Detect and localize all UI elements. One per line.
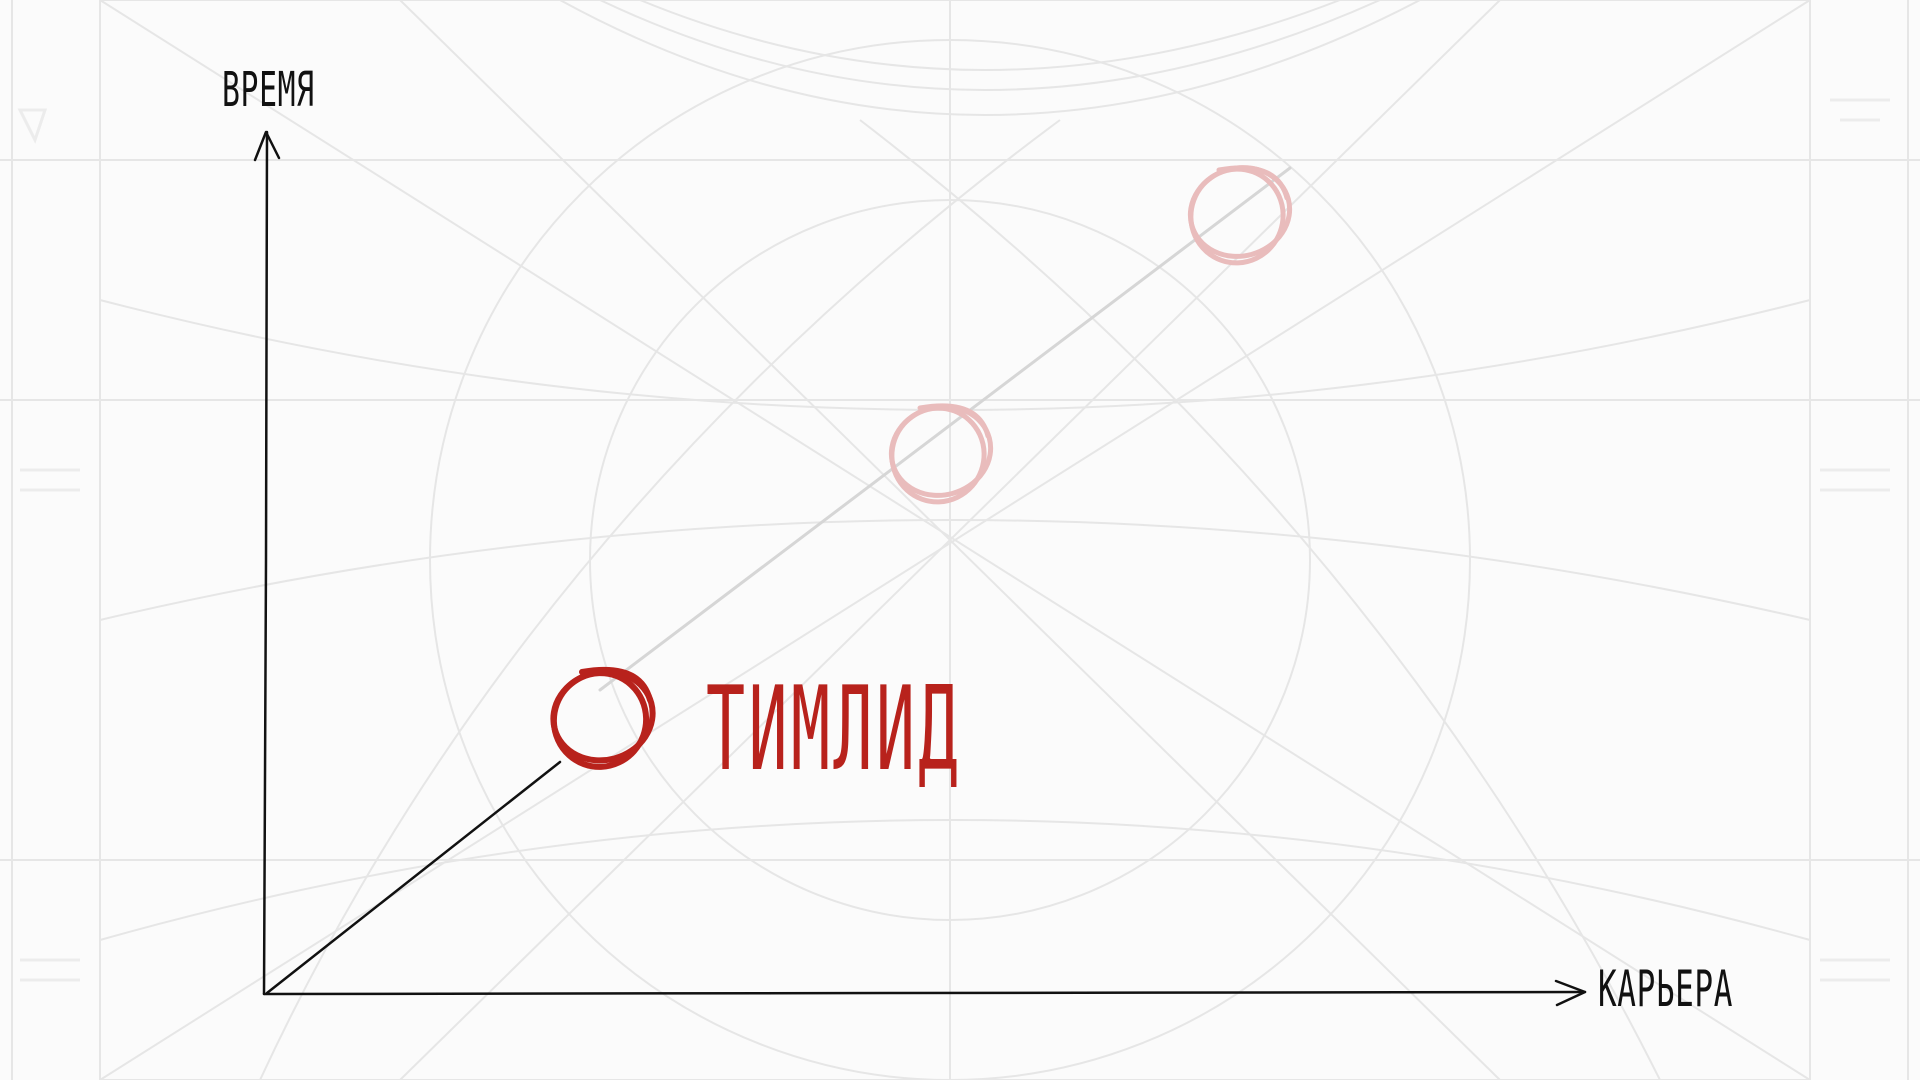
x-axis [262,979,1587,1007]
highlighted-stage-label: ТИМЛИД [706,662,961,797]
stage-marker-active [550,666,656,770]
stage-marker-faded-3 [1187,165,1293,266]
stage-marker-faded-2 [888,403,994,505]
y-axis [253,130,281,996]
future-trajectory-line [598,166,1292,692]
past-trajectory-line [265,760,562,995]
x-axis-label: КАРЬЕРА [1598,960,1733,1018]
y-axis-label: ВРЕМЯ [222,62,315,118]
